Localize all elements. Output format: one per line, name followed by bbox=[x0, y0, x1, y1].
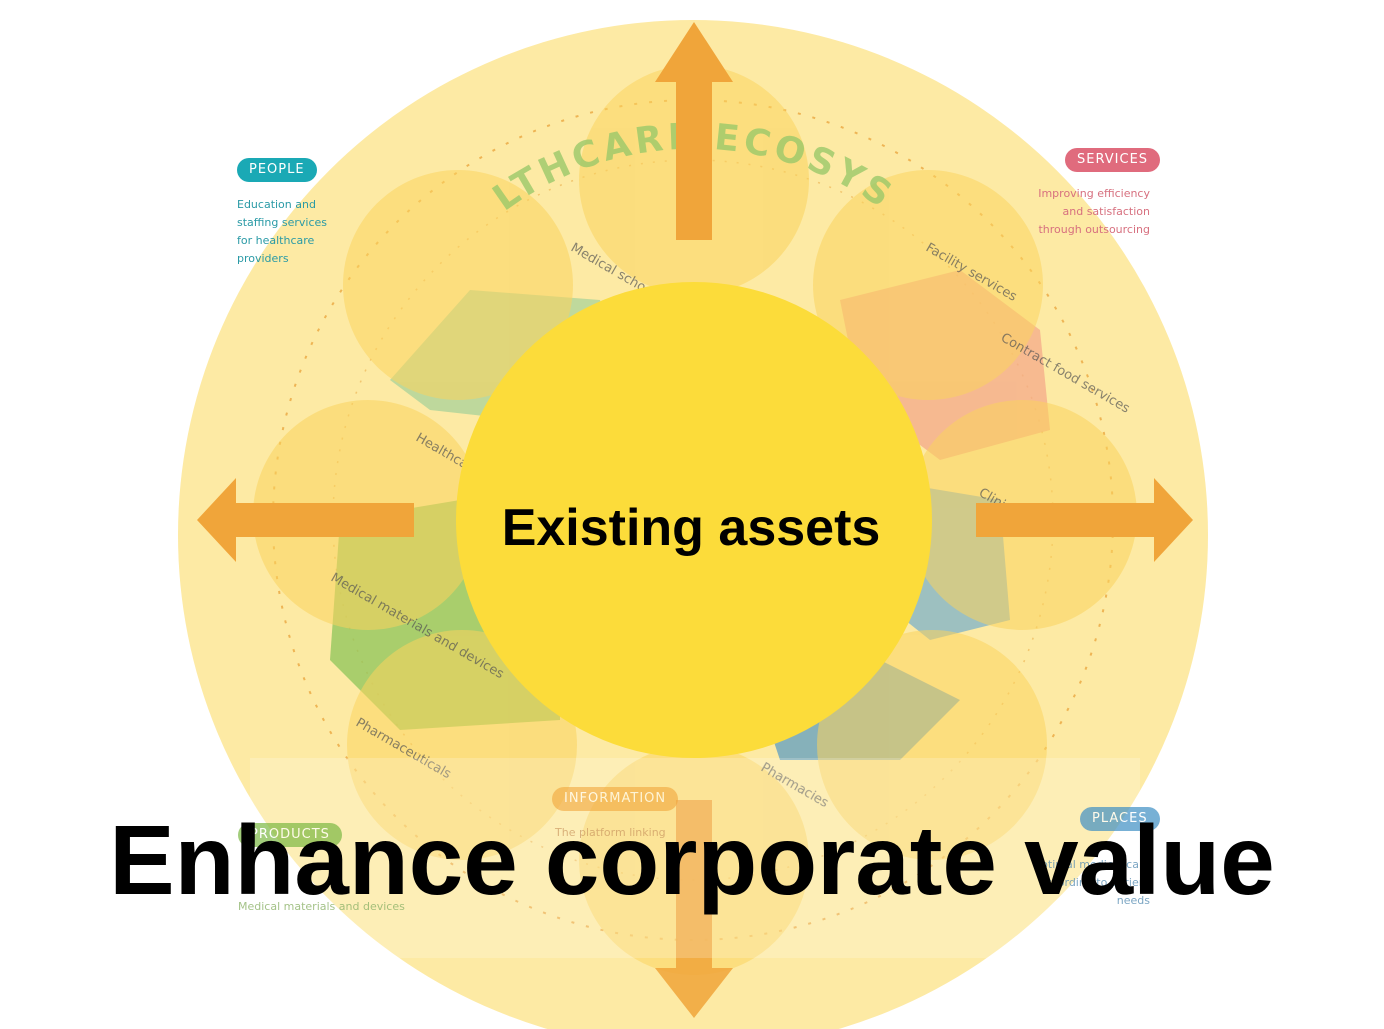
information-tag: INFORMATION bbox=[552, 787, 679, 811]
arrows bbox=[197, 22, 1193, 1018]
petal-bottom-right bbox=[817, 630, 1047, 860]
arrow-down bbox=[655, 800, 733, 1018]
enhance-corporate-value-label: Enhance corporate value bbox=[109, 805, 1275, 915]
services-description: Improving efficiency and satisfaction th… bbox=[1038, 187, 1150, 236]
arrow-left bbox=[197, 478, 414, 562]
arrow-right bbox=[976, 478, 1193, 562]
core-circle bbox=[456, 282, 932, 758]
information-description: The platform linking bbox=[555, 826, 666, 839]
petal-top-left bbox=[343, 170, 573, 400]
products-description: Medical materials and devices bbox=[238, 900, 405, 913]
services-tag: SERVICES bbox=[1065, 148, 1161, 172]
existing-assets-label: Existing assets bbox=[501, 499, 881, 557]
footer-band bbox=[250, 758, 1140, 958]
people-tag: PEOPLE bbox=[237, 158, 317, 182]
petal-bottom-left bbox=[347, 630, 577, 860]
places-tag: PLACES bbox=[1080, 807, 1160, 831]
places-description: optimal medical care according to patien… bbox=[1034, 858, 1150, 907]
arrow-up bbox=[655, 22, 733, 240]
petal-top-right bbox=[813, 170, 1043, 400]
products-tag: PRODUCTS bbox=[238, 823, 342, 847]
people-description: Education and staffing services for heal… bbox=[237, 198, 328, 265]
